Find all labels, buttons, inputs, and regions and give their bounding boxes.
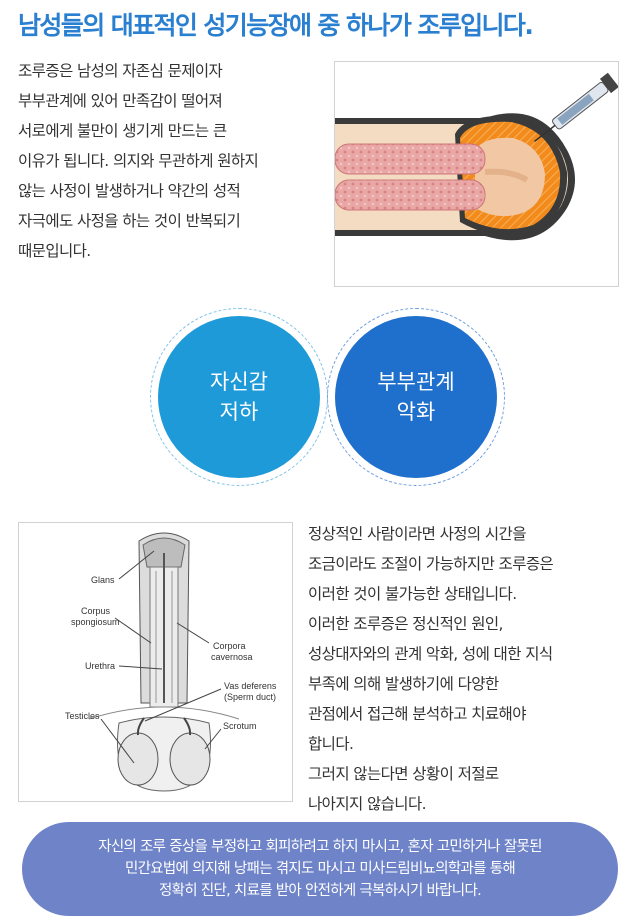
label-corpora-cavernosa: Corpora xyxy=(213,641,246,651)
intro-line: 조루증은 남성의 자존심 문제이자 xyxy=(18,62,223,80)
circle-line: 저하 xyxy=(219,400,259,424)
description-line: 부족에 의해 발생하기에 다양한 xyxy=(308,675,499,693)
description-line: 이러한 것이 불가능한 상태입니다. xyxy=(308,585,517,603)
intro-line: 이유가 됩니다. 의지와 무관하게 원하지 xyxy=(18,152,259,170)
intro-paragraph: 조루증은 남성의 자존심 문제이자 부부관계에 있어 만족감이 떨어져 서로에게… xyxy=(18,56,323,266)
circle-line: 악화 xyxy=(396,400,436,424)
description-line: 나아지지 않습니다. xyxy=(308,795,427,813)
intro-line: 때문입니다. xyxy=(18,242,91,260)
description-line: 이러한 조루증은 정신적인 원인, xyxy=(308,615,503,633)
label-vas-deferens: Vas deferens xyxy=(224,681,277,691)
description-line: 정상적인 사람이라면 사정의 시간을 xyxy=(308,525,526,543)
intro-line: 않는 사정이 발생하거나 약간의 성적 xyxy=(18,182,241,200)
label-testicles: Testicles xyxy=(65,711,100,721)
description-line: 조금이라도 조절이 가능하지만 조루증은 xyxy=(308,555,554,573)
description-paragraph: 정상적인 사람이라면 사정의 시간을 조금이라도 조절이 가능하지만 조루증은 … xyxy=(308,519,628,819)
label-corpus-spongiosum: Corpus xyxy=(81,606,111,616)
circle-line: 자신감 xyxy=(210,370,268,394)
circle-confidence-loss: 자신감 저하 xyxy=(150,308,328,486)
description-line: 관점에서 접근해 분석하고 치료해야 xyxy=(308,705,526,723)
page-title: 남성들의 대표적인 성기능장애 중 하나가 조루입니다. xyxy=(18,11,534,40)
injection-illustration xyxy=(334,61,619,287)
anatomy-diagram: Glans Corpus spongiosum Urethra Testicle… xyxy=(18,522,293,802)
label-sperm-duct: (Sperm duct) xyxy=(224,692,276,702)
banner-line: 민간요법에 의지해 낭패는 겪지도 마시고 미사드림비뇨의학과를 통해 xyxy=(124,861,516,877)
description-line: 그러지 않는다면 상황이 저절로 xyxy=(308,765,499,783)
label-glans: Glans xyxy=(91,575,115,585)
label-urethra: Urethra xyxy=(85,661,115,671)
label-scrotum: Scrotum xyxy=(223,721,257,731)
banner-line: 자신의 조루 증상을 부정하고 회피하려고 하지 마시고, 혼자 고민하거나 잘… xyxy=(98,839,542,855)
banner-line: 정확히 진단, 치료를 받아 안전하게 극복하시기 바랍니다. xyxy=(159,883,482,899)
intro-line: 서로에게 불만이 생기게 만드는 큰 xyxy=(18,122,227,140)
intro-line: 자극에도 사정을 하는 것이 반복되기 xyxy=(18,212,241,230)
injection-illustration-svg xyxy=(334,72,619,241)
anatomy-diagram-svg: Glans Corpus spongiosum Urethra Testicle… xyxy=(65,532,277,792)
label-corpus-spongiosum-2: spongiosum xyxy=(71,617,120,627)
circle-marriage-worsening: 부부관계 악화 xyxy=(327,308,505,486)
intro-line: 부부관계에 있어 만족감이 떨어져 xyxy=(18,92,223,110)
advice-banner: 자신의 조루 증상을 부정하고 회피하려고 하지 마시고, 혼자 고민하거나 잘… xyxy=(22,822,618,916)
description-line: 성상대자와의 관계 악화, 성에 대한 지식 xyxy=(308,645,553,663)
description-line: 합니다. xyxy=(308,735,354,753)
circle-line: 부부관계 xyxy=(377,370,455,394)
label-corpora-cavernosa-2: cavernosa xyxy=(211,652,253,662)
